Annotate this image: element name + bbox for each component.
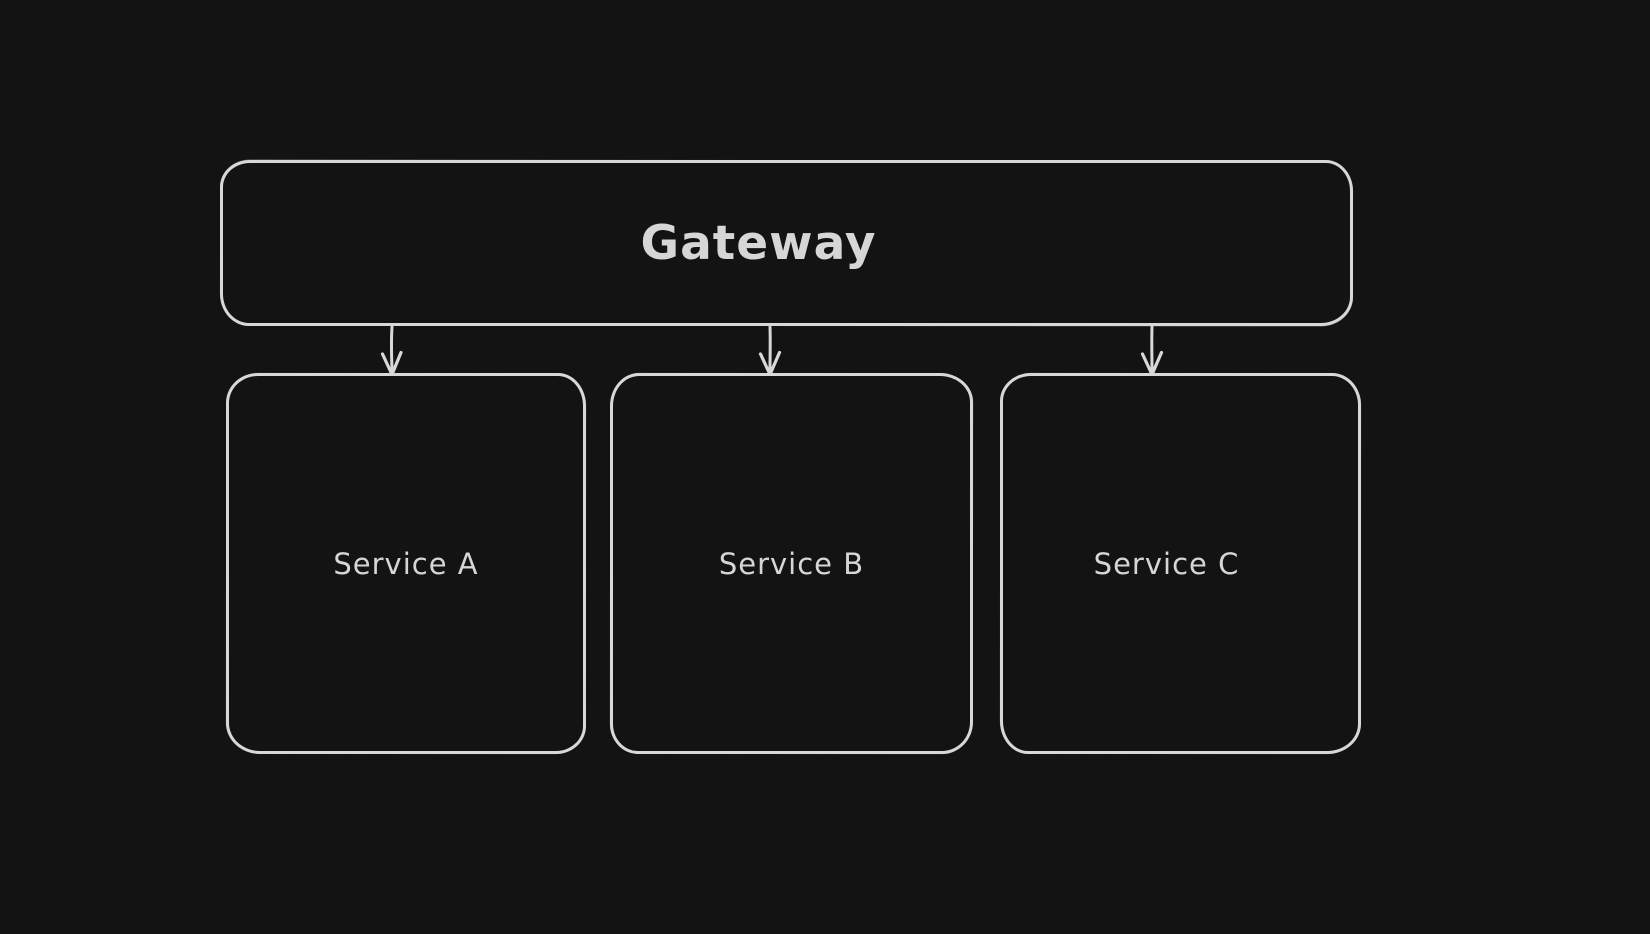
node-service-b[interactable]: Service B <box>610 373 973 754</box>
node-service-c[interactable]: Service C <box>1000 373 1361 754</box>
node-service-a-label: Service A <box>333 546 479 581</box>
arrow-head-icon <box>380 350 403 377</box>
arrow-gateway-to-service-a[interactable] <box>380 325 403 377</box>
arrow-gateway-to-service-b[interactable] <box>758 325 782 377</box>
node-gateway[interactable]: Gateway <box>220 160 1353 326</box>
arrow-head-icon <box>1140 350 1164 377</box>
node-service-c-label: Service C <box>1093 546 1240 581</box>
arrow-shaft <box>389 325 394 371</box>
node-service-a[interactable]: Service A <box>226 373 586 754</box>
node-gateway-label: Gateway <box>640 215 877 271</box>
node-service-b-label: Service B <box>718 546 865 581</box>
arrow-gateway-to-service-c[interactable] <box>1140 325 1164 377</box>
arrow-head-icon <box>758 350 782 377</box>
